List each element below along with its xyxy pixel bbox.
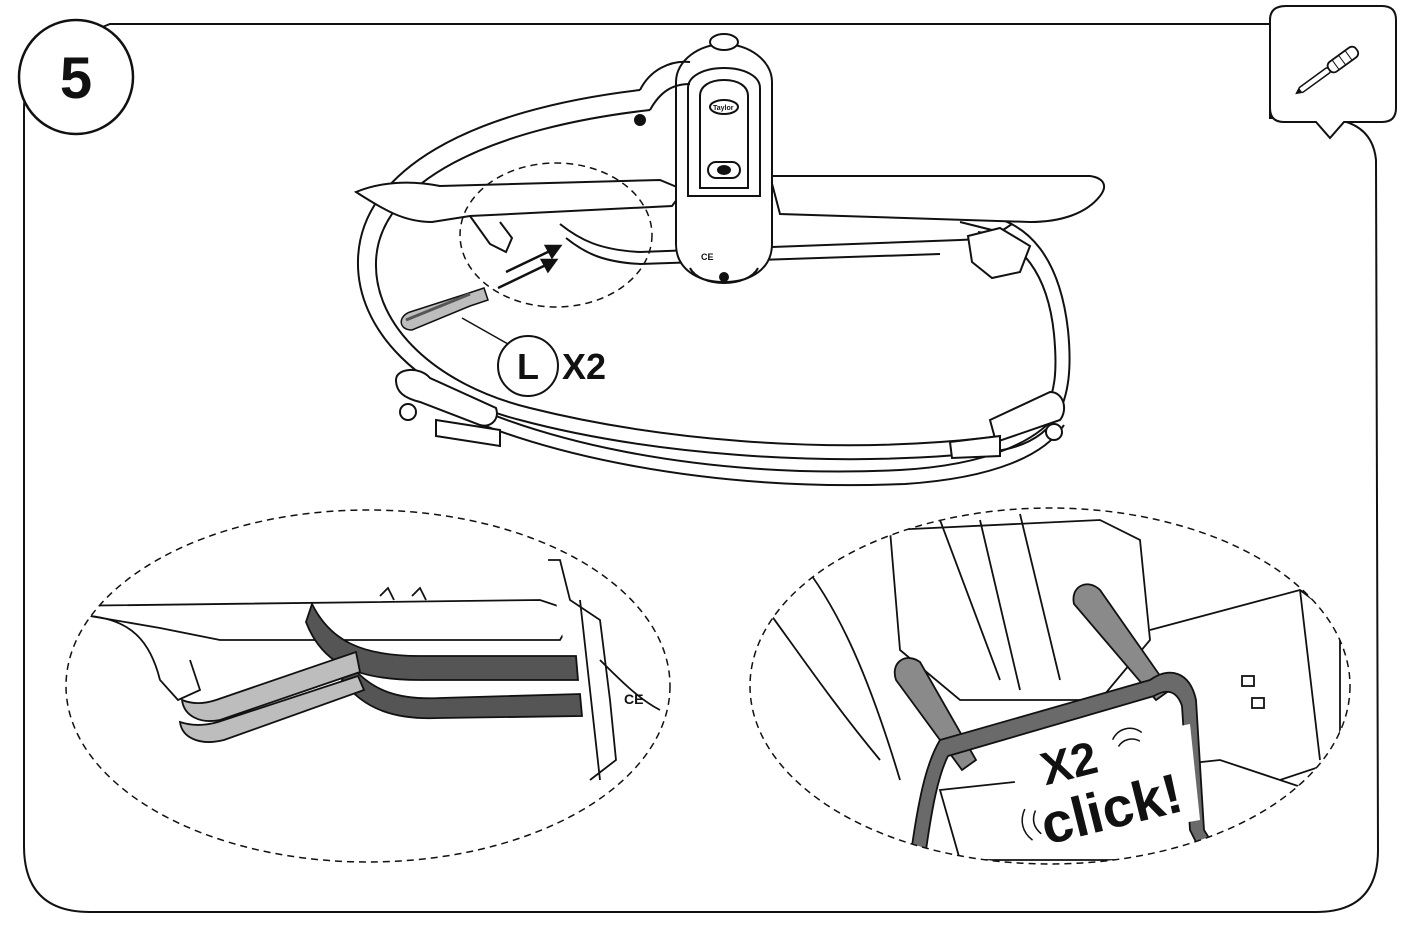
step-number: 5 [60, 46, 92, 111]
part-quantity: X2 [562, 346, 606, 387]
part-letter: L [517, 346, 539, 387]
detail-right-zoom: X2 click! [749, 507, 1351, 865]
screwdriver-icon [1295, 45, 1360, 95]
step-number-badge: 5 [17, 18, 135, 136]
insert-arrows [497, 244, 563, 290]
detail-left-zoom: CE [65, 509, 671, 863]
ce-mark-detail: CE [624, 691, 643, 707]
bouncer-frame-drawing [353, 33, 1106, 487]
brand-logo: Taylor [713, 105, 734, 112]
part-label: L X2 [497, 335, 606, 397]
part-l-piece [400, 287, 489, 331]
focus-circle-main [459, 162, 653, 308]
part-leader-line [461, 317, 509, 345]
ce-mark: CE [701, 252, 714, 262]
tool-callout [1269, 5, 1397, 140]
